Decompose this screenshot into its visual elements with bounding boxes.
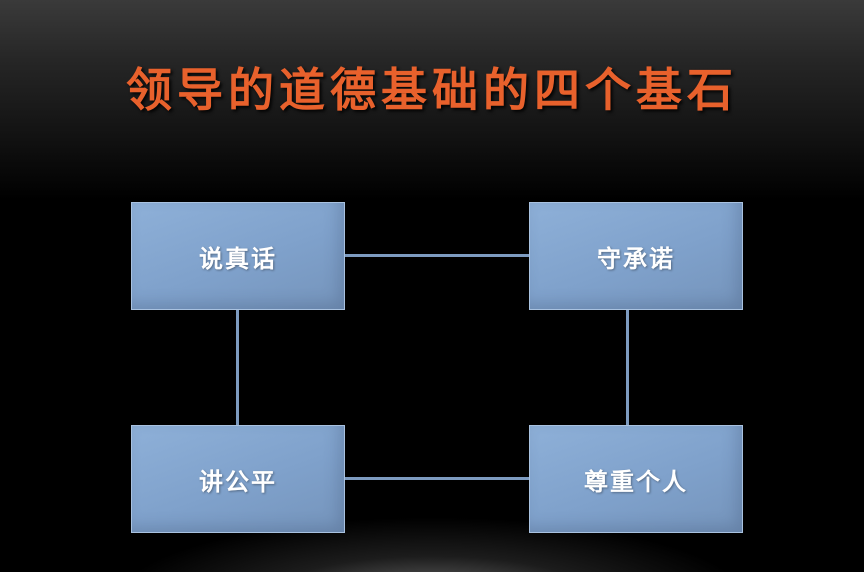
node-label: 守承诺 <box>597 243 675 273</box>
node-be-fair: 讲公平 <box>131 425 345 533</box>
node-keep-promises: 守承诺 <box>529 202 743 310</box>
connector-bottom <box>345 477 529 480</box>
node-label: 讲公平 <box>199 466 277 496</box>
connector-right <box>626 309 629 425</box>
connector-top <box>345 254 529 257</box>
connector-left <box>236 309 239 425</box>
slide-title: 领导的道德基础的四个基石 <box>126 63 738 117</box>
node-label: 说真话 <box>199 243 277 273</box>
node-tell-truth: 说真话 <box>131 202 345 310</box>
node-respect-individuals: 尊重个人 <box>529 425 743 533</box>
node-label: 尊重个人 <box>584 466 688 496</box>
